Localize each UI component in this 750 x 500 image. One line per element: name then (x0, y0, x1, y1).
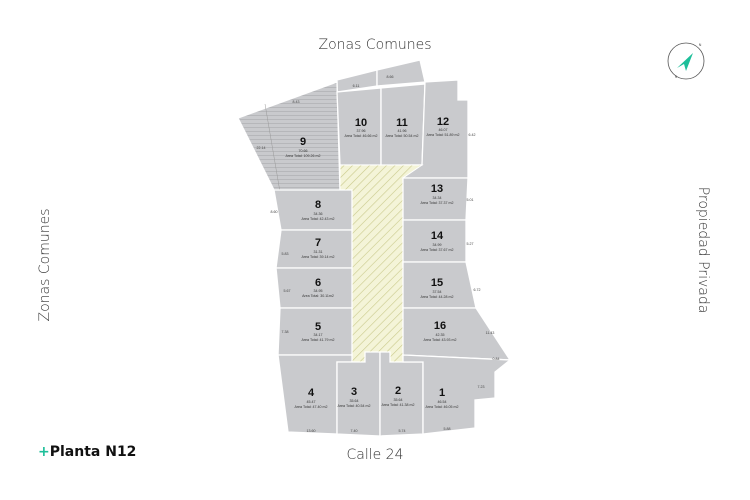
svg-text:Area Total: 109.26 m2: Area Total: 109.26 m2 (285, 154, 320, 158)
svg-text:7.23: 7.23 (478, 385, 485, 389)
svg-text:35.64: 35.64 (350, 399, 359, 403)
edge-measurements: 6.11 8.66 8.43 22.14 6.42 5.01 5.27 6.72… (257, 75, 500, 433)
svg-text:Area Total: 42.43 m2: Area Total: 42.43 m2 (301, 217, 334, 221)
svg-text:9: 9 (300, 136, 306, 148)
svg-text:Area Total: 40.54 m2: Area Total: 40.54 m2 (337, 404, 370, 408)
svg-text:S: S (675, 75, 678, 79)
svg-text:16: 16 (434, 320, 446, 332)
brand-logo: +Planta N12 (38, 444, 136, 460)
lot-7[interactable] (275, 229, 353, 269)
svg-text:6.11: 6.11 (353, 84, 360, 88)
svg-text:14: 14 (431, 230, 444, 242)
svg-text:5.74: 5.74 (399, 429, 406, 433)
svg-text:13: 13 (431, 183, 443, 195)
svg-text:42.35: 42.35 (436, 333, 445, 337)
plus-icon: + (38, 444, 50, 460)
svg-text:37.96: 37.96 (357, 129, 366, 133)
svg-text:Area Total: 41.38 m2: Area Total: 41.38 m2 (381, 403, 414, 407)
svg-text:5: 5 (315, 321, 321, 333)
svg-text:35.64: 35.64 (394, 398, 403, 402)
svg-text:Area Total: 43.93 m2: Area Total: 43.93 m2 (423, 338, 456, 342)
svg-text:11.43: 11.43 (486, 331, 495, 335)
svg-text:0.84: 0.84 (493, 357, 500, 361)
svg-text:11: 11 (396, 117, 408, 129)
top-strip-b (376, 59, 426, 87)
svg-text:13.60: 13.60 (307, 429, 316, 433)
svg-text:10: 10 (355, 117, 367, 129)
svg-text:34.99: 34.99 (433, 243, 442, 247)
lot-3[interactable] (336, 351, 381, 437)
svg-text:6.42: 6.42 (469, 133, 476, 137)
svg-text:5.88: 5.88 (444, 427, 451, 431)
svg-text:Area Total: 46.05 m2: Area Total: 46.05 m2 (425, 405, 458, 409)
svg-text:8.66: 8.66 (387, 75, 394, 79)
svg-text:4: 4 (308, 387, 315, 399)
svg-text:34.17: 34.17 (314, 333, 323, 337)
svg-text:37.54: 37.54 (433, 290, 442, 294)
svg-text:N: N (699, 43, 702, 47)
svg-text:6.72: 6.72 (474, 288, 481, 292)
svg-text:1: 1 (439, 387, 445, 399)
svg-text:5.27: 5.27 (467, 242, 474, 246)
svg-text:8: 8 (315, 199, 321, 211)
svg-text:12: 12 (437, 116, 449, 128)
svg-text:34.36: 34.36 (314, 212, 323, 216)
svg-text:34.95: 34.95 (314, 289, 323, 293)
svg-text:6: 6 (315, 277, 321, 289)
svg-text:5.01: 5.01 (467, 198, 474, 202)
svg-text:7.38: 7.38 (282, 330, 289, 334)
svg-text:Area Total: 37.37 m2: Area Total: 37.37 m2 (420, 201, 453, 205)
svg-text:Area Total: 51.89 m2: Area Total: 51.89 m2 (426, 133, 459, 137)
svg-text:Area Total: 30.11m2: Area Total: 30.11m2 (302, 294, 334, 298)
svg-text:2: 2 (395, 385, 401, 397)
svg-text:5.83: 5.83 (282, 252, 289, 256)
svg-text:45.47: 45.47 (307, 400, 316, 404)
svg-text:Area Total: 39.14 m2: Area Total: 39.14 m2 (301, 255, 334, 259)
label-street: Calle 24 (346, 447, 404, 463)
lot-2[interactable] (379, 351, 424, 437)
svg-text:34.34: 34.34 (433, 196, 442, 200)
lot-1[interactable] (402, 354, 512, 435)
svg-text:46.07: 46.07 (439, 128, 448, 132)
svg-text:7.40: 7.40 (351, 429, 358, 433)
lot-8[interactable] (273, 189, 353, 231)
label-top-common-areas: Zonas Comunes (318, 37, 432, 53)
svg-text:31.31: 31.31 (314, 250, 323, 254)
svg-text:7: 7 (315, 237, 321, 249)
floor-title: Planta N12 (49, 444, 137, 460)
svg-text:Area Total: 46.66 m2: Area Total: 46.66 m2 (344, 134, 377, 138)
svg-text:Area Total: 44.28 m2: Area Total: 44.28 m2 (420, 295, 453, 299)
svg-text:70.66: 70.66 (299, 149, 308, 153)
compass-icon: N S (667, 42, 705, 80)
svg-text:41.96: 41.96 (398, 129, 407, 133)
lot-9[interactable] (237, 81, 341, 193)
svg-text:46.54: 46.54 (438, 400, 447, 404)
svg-text:Area Total: 37.67 m2: Area Total: 37.67 m2 (420, 248, 453, 252)
svg-text:5.67: 5.67 (284, 289, 291, 293)
svg-text:15: 15 (431, 277, 443, 289)
svg-text:8.43: 8.43 (293, 100, 300, 104)
svg-text:22.14: 22.14 (257, 146, 266, 150)
svg-text:Area Total: 50.54 m2: Area Total: 50.54 m2 (385, 134, 418, 138)
svg-text:8.60: 8.60 (271, 210, 278, 214)
svg-text:3: 3 (351, 386, 357, 398)
svg-text:Area Total: 47.40 m2: Area Total: 47.40 m2 (294, 405, 327, 409)
svg-text:Area Total: 41.79 m2: Area Total: 41.79 m2 (301, 338, 334, 342)
